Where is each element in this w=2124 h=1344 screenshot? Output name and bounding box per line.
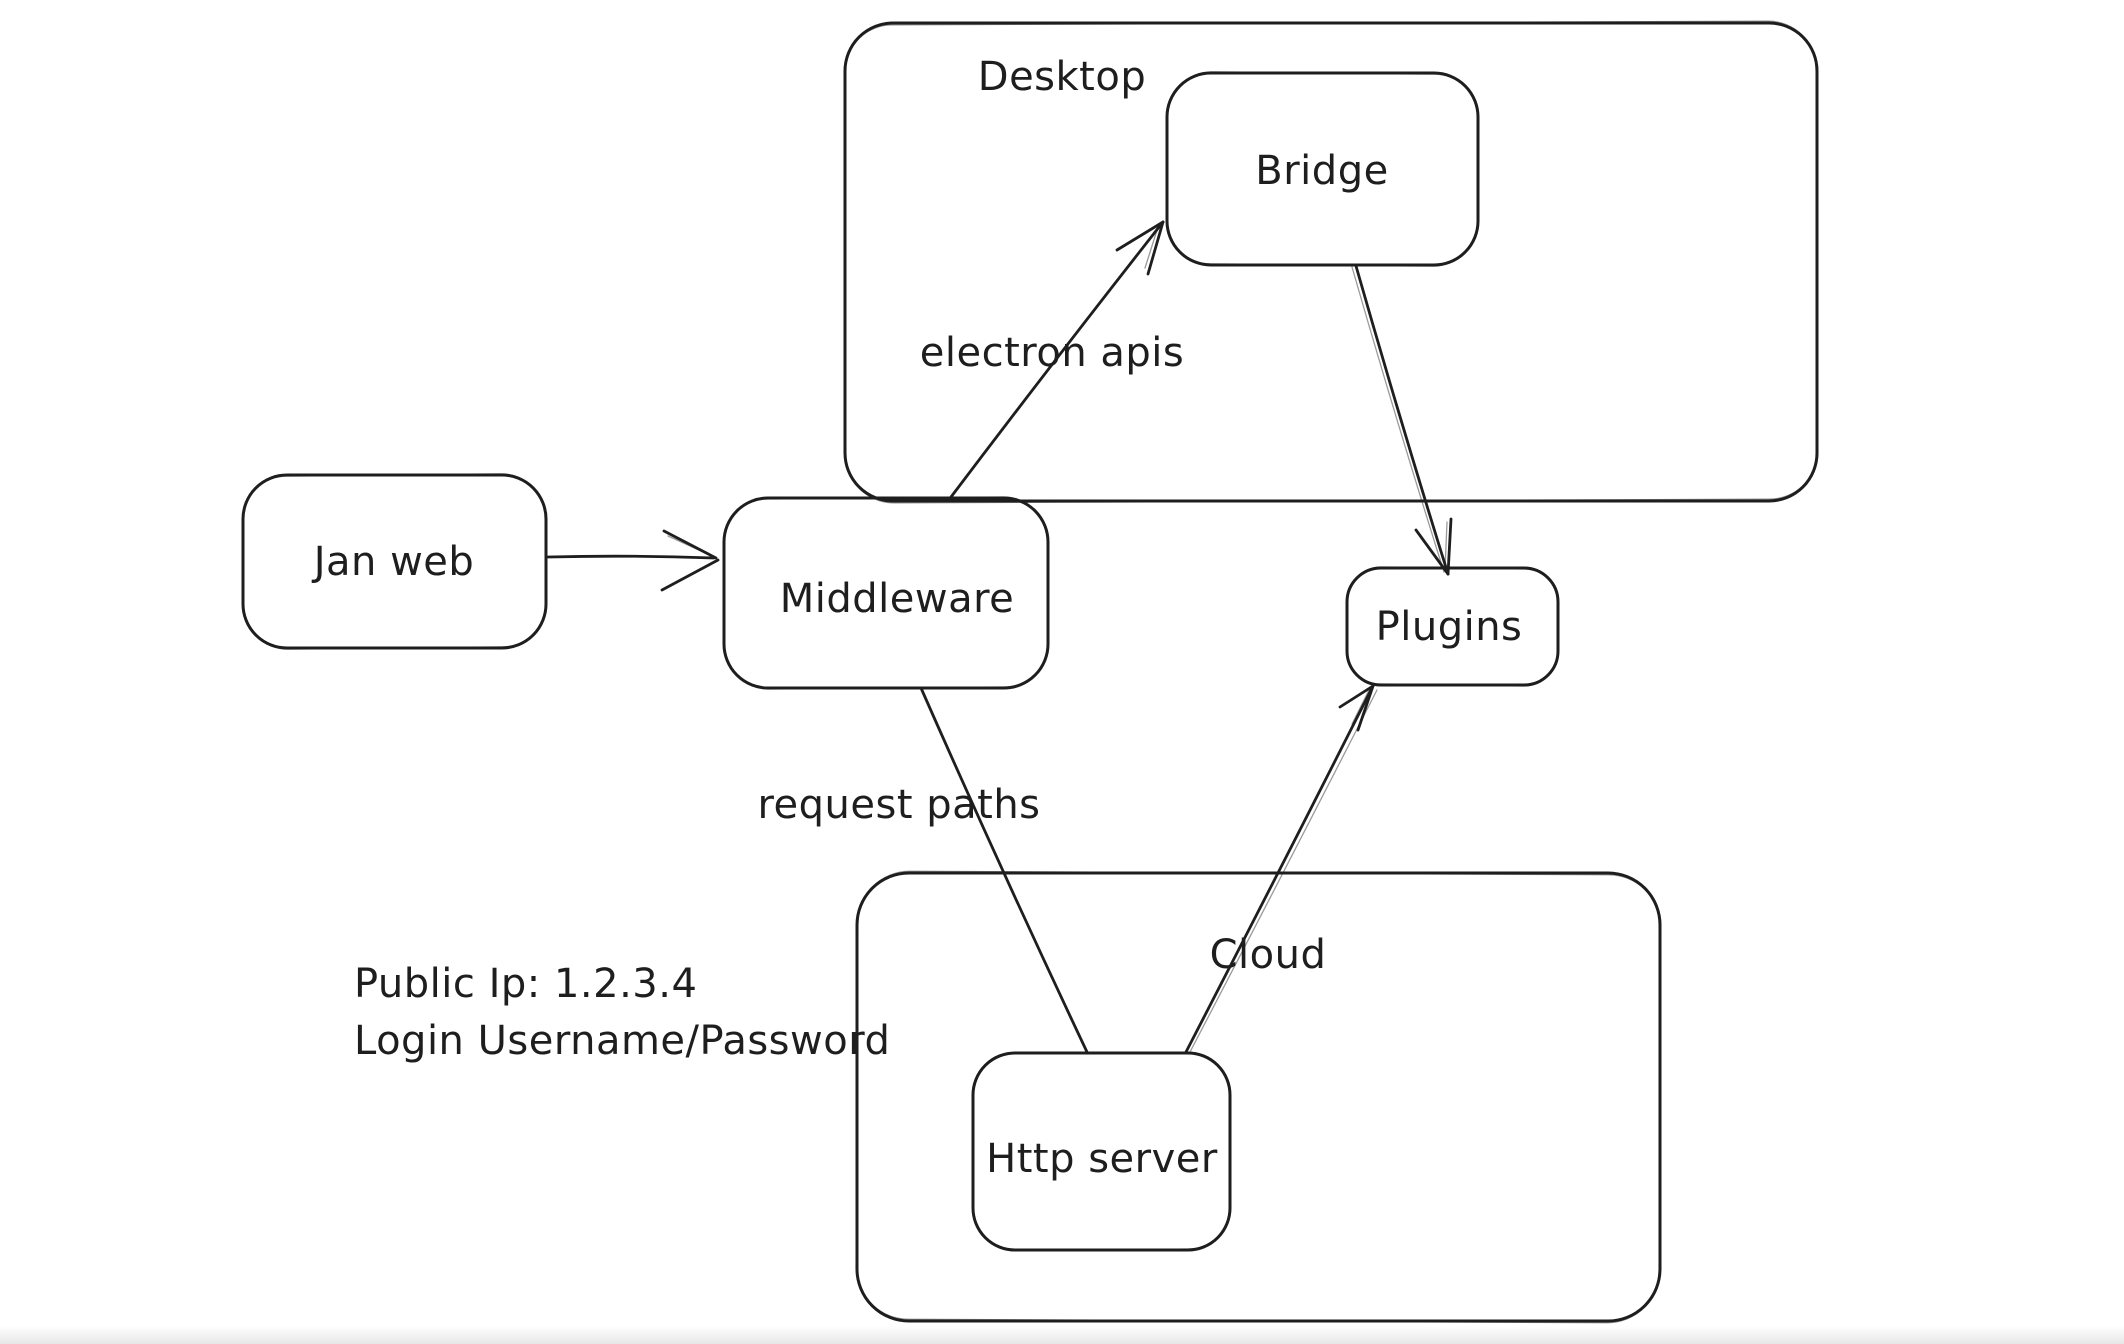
arrow-janweb-to-middleware-head-wing	[660, 558, 720, 592]
jan-web-label[interactable]: Jan web	[311, 539, 475, 585]
cloud-container-sketch-stroke	[855, 870, 1662, 1324]
http-server-label[interactable]: Http server	[986, 1136, 1218, 1182]
annotation-public-ip[interactable]: Public Ip: 1.2.3.4	[354, 961, 697, 1007]
edge-label-electron-apis[interactable]: electron apis	[920, 330, 1184, 376]
arrow-httpserver-to-plugins-head-wing	[1338, 684, 1375, 709]
bridge-label[interactable]: Bridge	[1255, 148, 1388, 194]
arrow-middleware-to-bridge-head-sketch	[1144, 226, 1159, 269]
arrow-httpserver-to-plugins-head-wing	[1356, 684, 1375, 732]
arrow-bridge-to-plugins-head-wing	[1446, 517, 1453, 576]
arrow-bridge-to-plugins[interactable]	[1351, 264, 1453, 576]
plugins-box[interactable]: Plugins	[1345, 566, 1560, 687]
arrow-janweb-to-middleware-head-sketch	[667, 535, 713, 557]
arrow-httpserver-to-plugins-shaft-sketch	[1189, 689, 1378, 1053]
middleware-box-sketch-stroke	[722, 496, 1050, 690]
arrow-bridge-to-plugins-head-sketch	[1444, 521, 1448, 571]
cloud-container[interactable]: Cloud	[855, 870, 1662, 1324]
cloud-credentials-annotation[interactable]: Public Ip: 1.2.3.4 Login Username/Passwo…	[354, 961, 890, 1064]
arrow-middleware-to-bridge[interactable]: electron apis	[920, 220, 1184, 499]
arrow-httpserver-to-plugins-shaft	[1184, 684, 1375, 1054]
http-server-box-sketch-stroke	[971, 1051, 1232, 1252]
arrow-janweb-to-middleware[interactable]	[546, 529, 720, 592]
edge-label-request-paths[interactable]: request paths	[757, 782, 1040, 828]
arrow-httpserver-to-plugins[interactable]	[1184, 684, 1378, 1054]
arrow-middleware-to-bridge-shaft	[949, 220, 1165, 499]
arrow-bridge-to-plugins-shaft-sketch	[1351, 266, 1445, 573]
jan-web-box[interactable]: Jan web	[241, 473, 548, 650]
window-bottom-edge	[0, 1326, 2124, 1344]
arrow-janweb-to-middleware-head-wing	[662, 529, 718, 560]
plugins-box-sketch-stroke	[1345, 566, 1560, 687]
bridge-box[interactable]: Bridge	[1165, 71, 1480, 267]
arrow-bridge-to-plugins-shaft	[1354, 264, 1450, 576]
http-server-box[interactable]: Http server	[971, 1051, 1232, 1252]
arrow-middleware-to-bridge-head-wing	[1115, 220, 1165, 252]
arrow-middleware-to-bridge-head-wing	[1146, 220, 1165, 276]
desktop-container-label[interactable]: Desktop	[978, 54, 1146, 100]
arrow-httpserver-to-plugins-head-sketch	[1351, 689, 1370, 725]
middleware-label[interactable]: Middleware	[780, 576, 1015, 622]
desktop-container-sketch-stroke	[843, 20, 1819, 504]
line-middleware-to-httpserver-shaft	[919, 686, 1089, 1054]
plugins-label[interactable]: Plugins	[1376, 604, 1523, 650]
desktop-container[interactable]: Desktop	[843, 20, 1819, 504]
jan-web-box-sketch-stroke	[241, 473, 548, 650]
line-middleware-to-httpserver[interactable]: request paths	[757, 686, 1089, 1054]
middleware-box[interactable]: Middleware	[722, 496, 1050, 690]
arrow-janweb-to-middleware-shaft	[546, 554, 716, 560]
annotation-login[interactable]: Login Username/Password	[354, 1018, 890, 1064]
bridge-box-sketch-stroke	[1165, 71, 1480, 267]
